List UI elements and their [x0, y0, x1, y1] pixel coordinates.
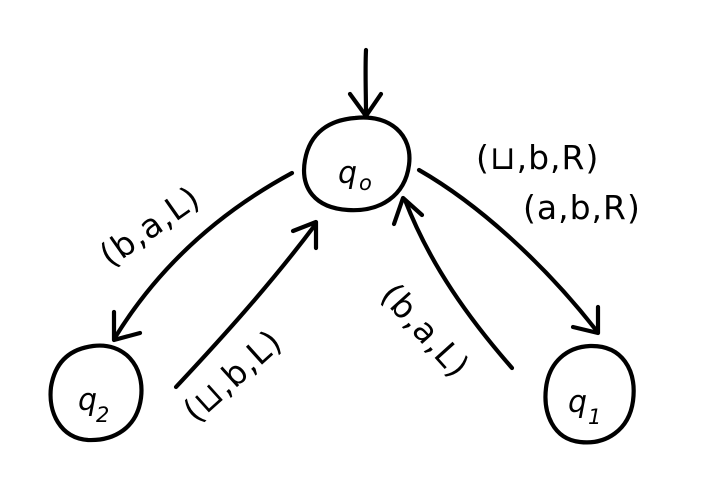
transition-q0-to-q1: (⊔,b,R) (a,b,R)	[416, 138, 641, 336]
state-q1-subscript: 1	[588, 405, 601, 429]
transition-q0-to-q2: (b,a,L)	[92, 170, 295, 343]
state-q1-base: q	[568, 385, 587, 420]
transition-q2-q0-label: (⊔,b,L)	[175, 321, 289, 429]
state-q2: q 2	[48, 343, 144, 443]
state-q2-subscript: 2	[96, 403, 109, 427]
transition-q0-q1-label-1: (⊔,b,R)	[476, 138, 599, 177]
transition-q1-q0-label: (b,a,L)	[373, 275, 478, 385]
transition-q0-q1-label-2: (a,b,R)	[523, 188, 641, 227]
state-q0-base: q	[338, 156, 357, 191]
transition-q0-q2-label: (b,a,L)	[92, 178, 207, 275]
state-q0-subscript: o	[359, 171, 372, 195]
state-q1: q 1	[543, 343, 636, 445]
transition-q2-to-q0: (⊔,b,L)	[173, 219, 319, 430]
start-arrow	[347, 47, 384, 119]
transition-q1-to-q0: (b,a,L)	[373, 195, 515, 386]
state-q0: q o	[301, 115, 412, 213]
state-q2-base: q	[78, 383, 97, 418]
